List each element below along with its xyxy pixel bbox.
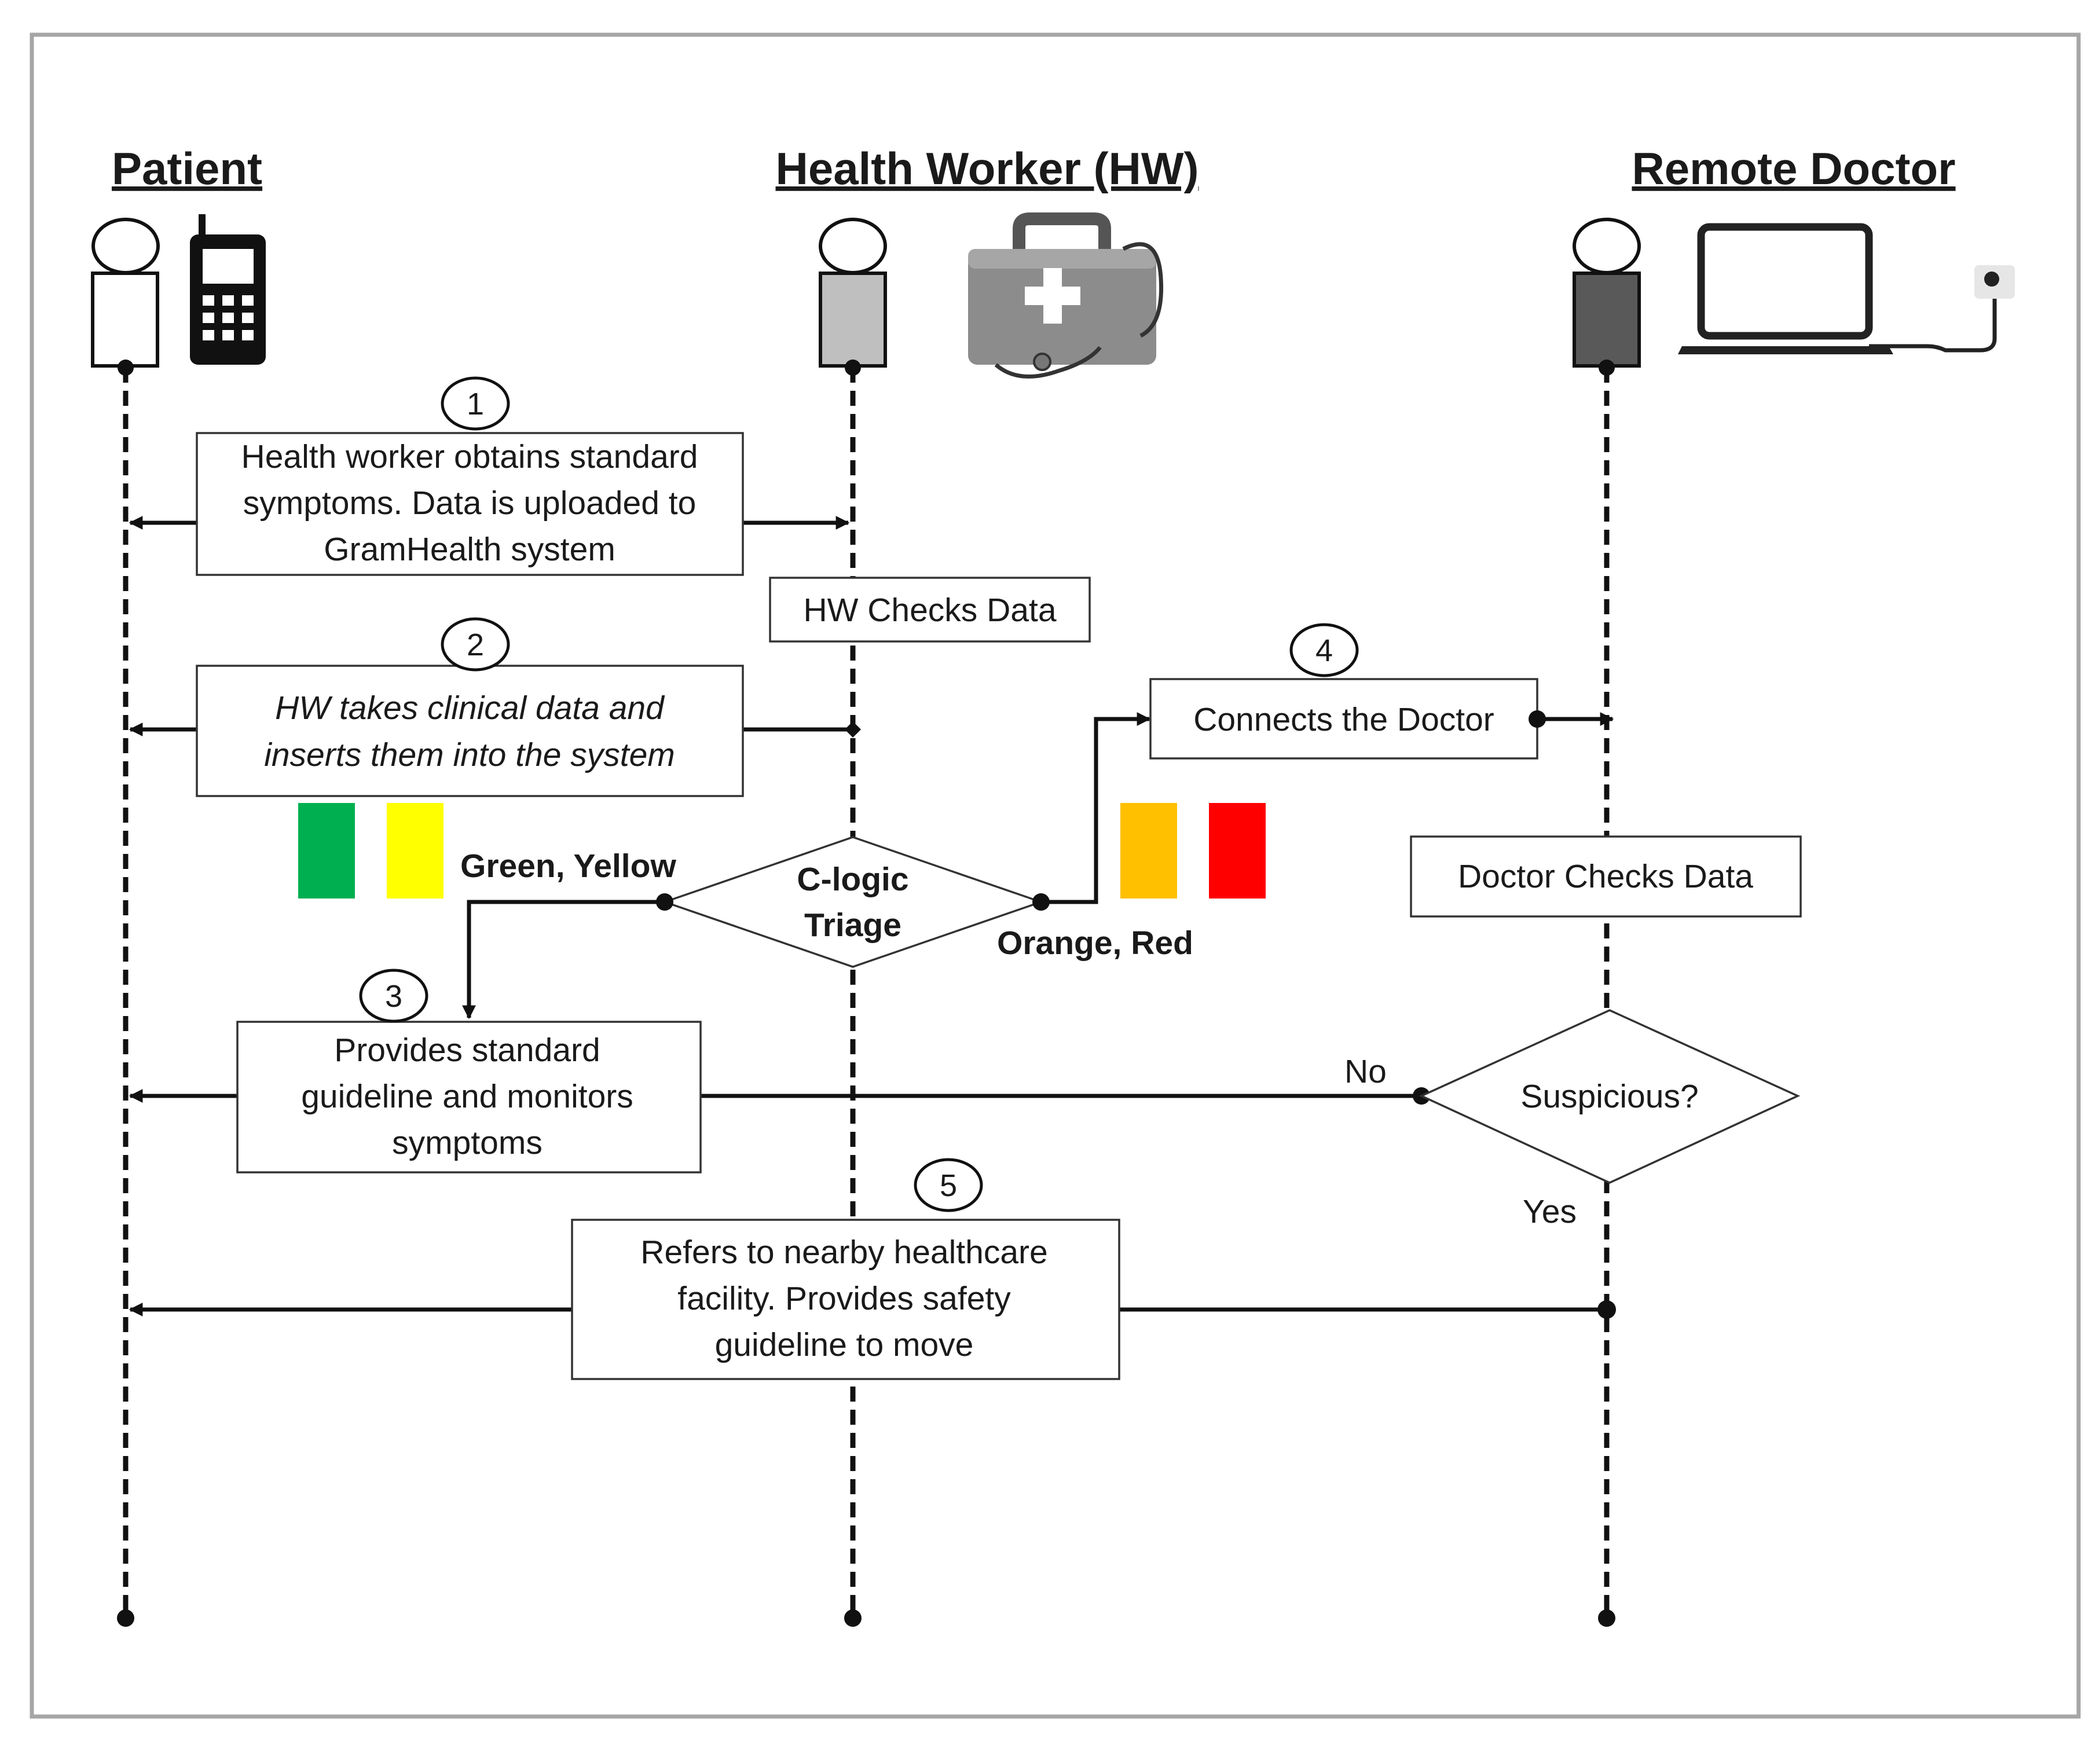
patient-figure-icon <box>91 218 160 368</box>
triage-left-dot <box>656 893 673 911</box>
step4-start-dot <box>1529 710 1546 728</box>
step3-line-3: symptoms <box>392 1124 543 1161</box>
step1-number-badge <box>441 376 510 431</box>
hw-checks-data-box <box>769 577 1091 643</box>
doctor-figure-icon <box>1573 218 1641 368</box>
step3-number: 3 <box>385 979 402 1014</box>
red-swatch <box>1209 803 1266 898</box>
step3-number-badge <box>359 969 428 1023</box>
step5-number-badge <box>914 1158 983 1212</box>
yes-label: Yes <box>1523 1193 1577 1230</box>
mobile-phone-icon <box>190 214 266 365</box>
green-yellow-path-to-guideline <box>462 900 665 1019</box>
step5-start-dot <box>1597 1300 1616 1319</box>
hw-lifeline-end <box>844 1609 862 1627</box>
green-swatch <box>298 803 355 898</box>
suspicious-label: Suspicious? <box>1520 1078 1698 1115</box>
orange-red-path-to-connect <box>1041 712 1151 904</box>
triage-right-dot <box>1032 893 1050 911</box>
step5-box <box>571 1219 1120 1380</box>
patient-lifeline-end <box>117 1609 134 1627</box>
step2-line-2: inserts them into the system <box>264 736 675 773</box>
actor-patient-header: Patient <box>112 143 262 194</box>
laptop-icon <box>1678 223 2015 354</box>
suspicious-diamond <box>1419 1009 1801 1184</box>
step5-line-1: Refers to nearby healthcare <box>640 1234 1047 1271</box>
step5-number: 5 <box>940 1168 957 1203</box>
step2-box <box>196 665 744 797</box>
step4-box <box>1149 678 1538 760</box>
c-logic-triage-diamond <box>661 836 1044 968</box>
health-worker-figure-icon <box>819 218 887 368</box>
no-label: No <box>1344 1053 1387 1090</box>
step3-line-1: Provides standard <box>334 1032 600 1069</box>
step3-box <box>236 1021 702 1173</box>
actor-health-worker-header: Health Worker (HW) <box>776 143 1199 194</box>
yellow-swatch <box>387 803 444 898</box>
step4-label: Connects the Doctor <box>1193 701 1494 738</box>
step1-box <box>196 432 744 576</box>
step5-line-2: facility. Provides safety <box>677 1280 1011 1317</box>
triage-label-line-1: C-logic <box>797 861 908 898</box>
step1-line-2: symptoms. Data is uploaded to <box>243 485 697 522</box>
green-yellow-label: Green, Yellow <box>460 848 676 885</box>
step2-number-badge <box>441 617 510 672</box>
hw-lifeline-start <box>845 360 861 376</box>
step3-line-2: guideline and monitors <box>301 1078 633 1115</box>
hw-checks-data-label: HW Checks Data <box>803 592 1056 629</box>
step5-line-3: guideline to move <box>715 1326 974 1363</box>
step2-number: 2 <box>467 628 484 662</box>
step1-number: 1 <box>467 387 484 421</box>
doctor-lifeline-start <box>1599 360 1615 376</box>
orange-red-label: Orange, Red <box>997 925 1193 962</box>
orange-swatch <box>1120 803 1177 898</box>
step4-number-badge <box>1289 623 1359 677</box>
step1-line-1: Health worker obtains standard <box>241 438 698 475</box>
doctor-lifeline-end <box>1598 1609 1615 1627</box>
actor-doctor-header: Remote Doctor <box>1632 143 1955 194</box>
doctor-checks-data-label: Doctor Checks Data <box>1458 858 1753 895</box>
step4-number: 4 <box>1315 633 1333 668</box>
triage-label-line-2: Triage <box>804 907 901 944</box>
step2-end-marker <box>845 721 861 738</box>
medical-kit-icon <box>968 212 1164 379</box>
step1-line-3: GramHealth system <box>324 531 615 568</box>
doctor-checks-data-box <box>1410 835 1802 918</box>
patient-lifeline-start <box>118 360 134 376</box>
step2-line-1: HW takes clinical data and <box>275 690 665 727</box>
